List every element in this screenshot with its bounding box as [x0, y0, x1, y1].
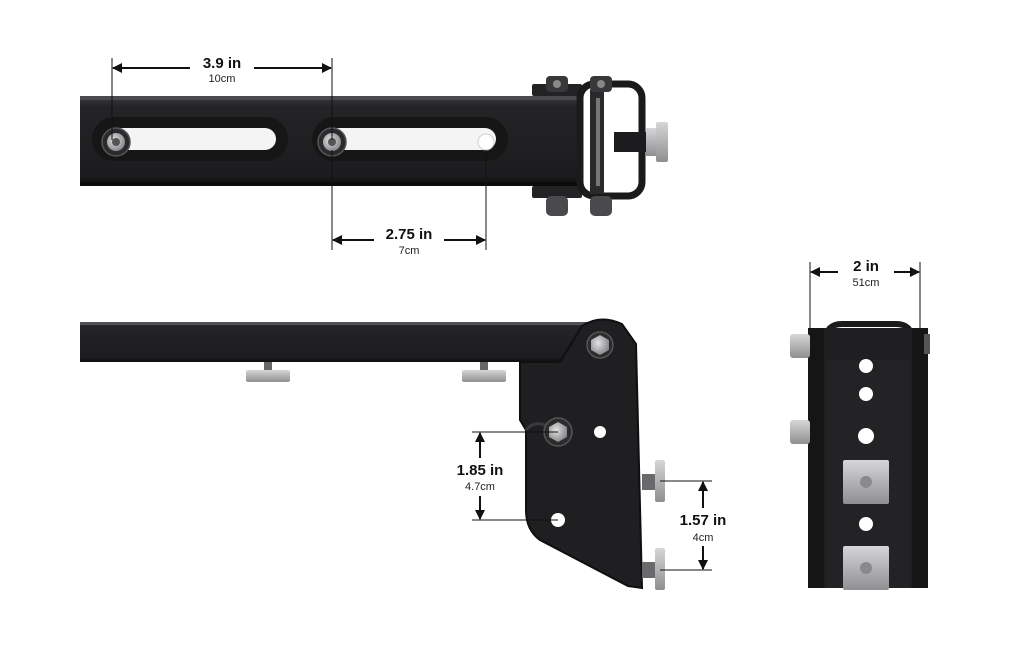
top-view: 3.9 in 10cm 2.75 in 7cm	[80, 54, 668, 258]
end-knob-top	[790, 334, 810, 358]
dimension-end-width-main: 2 in	[853, 258, 879, 275]
dimension-end-width-sub: 51cm	[853, 277, 880, 289]
dimension-slot-travel-main: 2.75 in	[386, 226, 433, 243]
end-hole-3	[858, 428, 874, 444]
side-rail	[80, 322, 590, 362]
end-knob-middle	[790, 420, 810, 444]
end-plate-upper	[843, 460, 889, 504]
slot-screw-left	[101, 127, 131, 157]
bracket-side-bolt-lower	[642, 548, 665, 590]
dimension-top-width-sub: 10cm	[209, 73, 236, 85]
dimension-slot-travel-sub: 7cm	[399, 245, 420, 257]
end-hole-2	[859, 387, 873, 401]
dimension-slot-travel: 2.75 in 7cm	[331, 150, 487, 258]
dimension-hole-spacing: 1.85 in 4.7cm	[446, 431, 558, 521]
dimension-hole-spacing-sub: 4.7cm	[465, 481, 495, 493]
dimension-top-width-main: 3.9 in	[203, 55, 241, 72]
dimension-top-width: 3.9 in 10cm	[111, 54, 333, 140]
dimension-bolt-spacing: 1.57 in 4cm	[660, 480, 736, 571]
dimension-hole-spacing-main: 1.85 in	[457, 462, 504, 479]
end-hole-4	[859, 517, 873, 531]
end-hole-1	[859, 359, 873, 373]
dimension-bolt-spacing-sub: 4cm	[693, 532, 714, 544]
side-bracket-plate	[519, 318, 644, 590]
top-end-clamp	[532, 76, 668, 216]
dimension-end-width: 2 in 51cm	[809, 256, 921, 330]
side-view: 1.85 in 4.7cm 1.57 in 4cm	[80, 318, 736, 590]
slot-right	[324, 128, 496, 150]
bracket-hole-small	[594, 426, 606, 438]
dimension-bolt-spacing-main: 1.57 in	[680, 512, 727, 529]
side-t-nut-right	[462, 362, 506, 382]
bracket-top-bolt	[586, 331, 614, 359]
slot-screw-right	[317, 127, 347, 157]
end-view: 2 in 51cm	[790, 256, 930, 590]
end-plate-lower	[843, 546, 889, 590]
slot-end-hole	[477, 133, 495, 151]
side-t-nut-left	[246, 362, 290, 382]
slot-left	[104, 128, 276, 150]
